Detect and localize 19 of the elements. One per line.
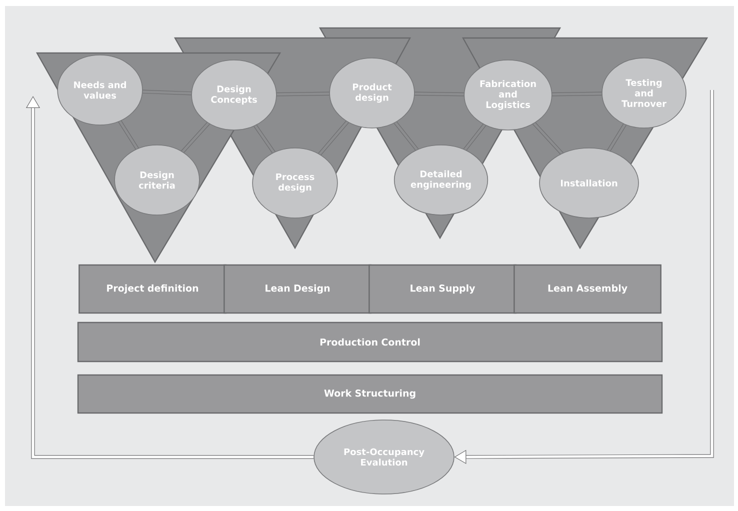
connector-line — [276, 92, 330, 96]
phase-bar: Work Structuring — [77, 374, 663, 414]
phase-bar: Production Control — [77, 322, 663, 362]
phase-bar: Project definition — [78, 264, 226, 314]
phase-bar: Lean Assembly — [514, 264, 662, 314]
connector-line — [142, 90, 192, 96]
connector-line — [181, 122, 210, 154]
connector-line — [606, 123, 626, 153]
connector-line — [550, 92, 602, 96]
connector-line — [414, 92, 466, 96]
connector-line — [462, 123, 486, 152]
connector-line — [532, 122, 565, 156]
connector-line — [394, 121, 420, 152]
connector-line — [118, 120, 139, 150]
feedback-arrow — [26, 96, 314, 459]
connector-line — [318, 120, 349, 156]
phase-bar: Lean Design — [224, 264, 372, 314]
phase-bar: Lean Supply — [368, 264, 516, 314]
connector-line — [254, 124, 276, 154]
